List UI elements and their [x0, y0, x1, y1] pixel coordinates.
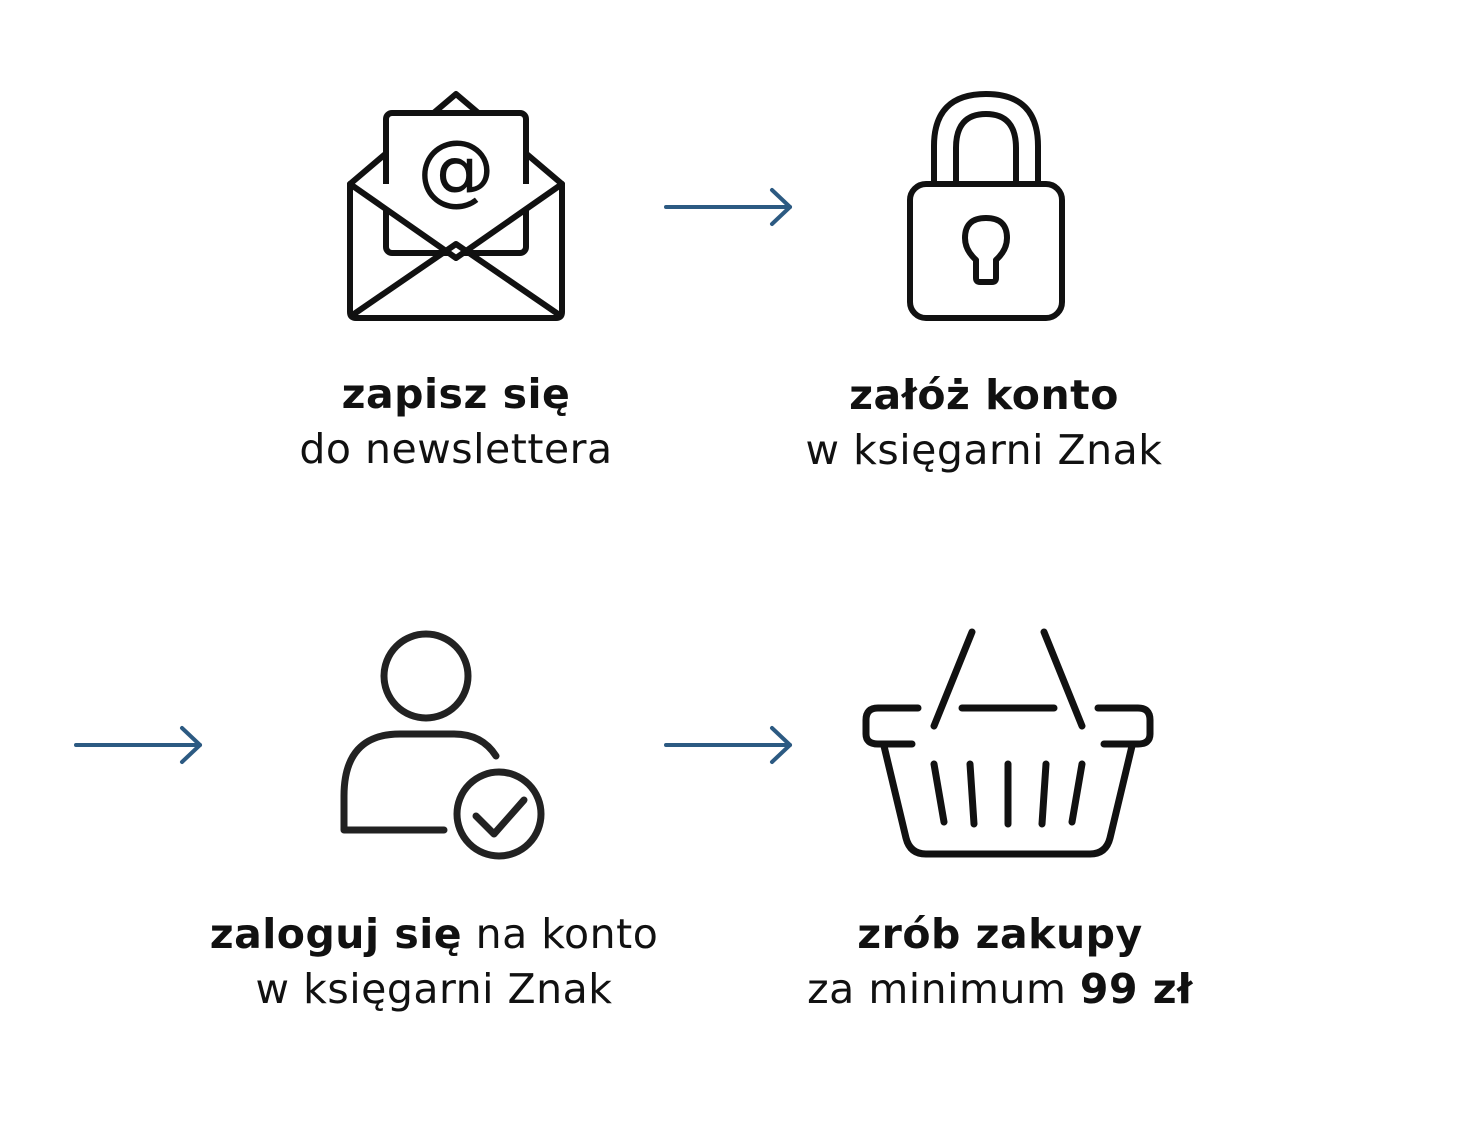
user-check-icon — [336, 628, 550, 864]
step-subtitle: do newslettera — [299, 425, 613, 473]
step-title: załóż konto — [849, 371, 1119, 419]
step-subtitle: w księgarni Znak — [255, 965, 613, 1013]
svg-text:@: @ — [417, 125, 495, 215]
step-caption-account: załóż konto w księgarni Znak — [734, 368, 1234, 478]
padlock-icon — [904, 88, 1068, 326]
envelope-at-icon: @ — [340, 84, 572, 328]
step-title: zapisz się — [341, 370, 571, 418]
arrow-right-icon — [74, 724, 206, 766]
minimum-amount: 99 zł — [1079, 965, 1193, 1013]
step-title: zaloguj się — [209, 910, 463, 958]
step-caption-newsletter: zapisz się do newslettera — [206, 367, 706, 477]
step-title-rest: na konto — [462, 910, 659, 958]
step-subtitle-pre: za minimum — [807, 965, 1080, 1013]
arrow-right-icon — [664, 186, 796, 228]
step-caption-login: zaloguj się na konto w księgarni Znak — [134, 907, 734, 1017]
step-subtitle: w księgarni Znak — [805, 426, 1163, 474]
step-caption-purchase: zrób zakupy za minimum 99 zł — [750, 907, 1250, 1017]
arrow-right-icon — [664, 724, 796, 766]
step-title: zrób zakupy — [857, 910, 1143, 958]
shopping-basket-icon — [860, 626, 1156, 862]
